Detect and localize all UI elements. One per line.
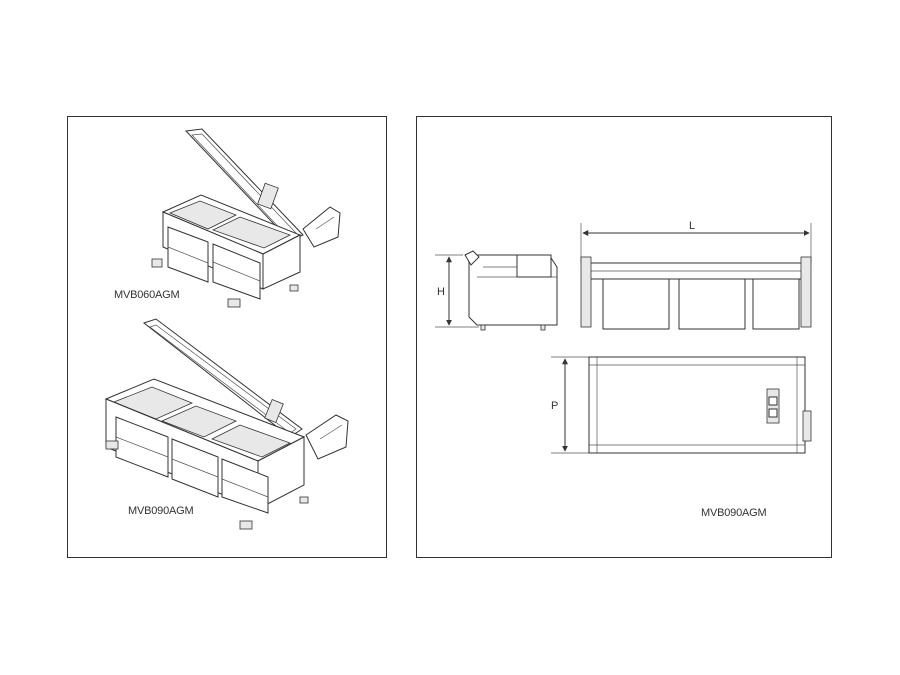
isometric-views-panel: MVB060AGM MVB090AGM [67, 116, 387, 558]
front-view [580, 223, 812, 330]
dimension-drawings: H L P [435, 220, 812, 454]
dimension-label-depth: P [551, 400, 558, 412]
mvb090agm-drawing [104, 318, 349, 530]
dimension-label-length: L [689, 220, 695, 232]
model-caption-right: MVB090AGM [701, 507, 767, 519]
dimension-views-panel: H L P MVB090AGM [416, 116, 832, 558]
dimension-label-height: H [437, 286, 445, 298]
isometric-drawings [104, 128, 349, 530]
top-view [551, 356, 812, 454]
side-view [435, 250, 558, 331]
mvb060agm-drawing [151, 128, 341, 308]
model-caption-bottom: MVB090AGM [128, 505, 194, 517]
model-caption-top: MVB060AGM [114, 289, 180, 301]
